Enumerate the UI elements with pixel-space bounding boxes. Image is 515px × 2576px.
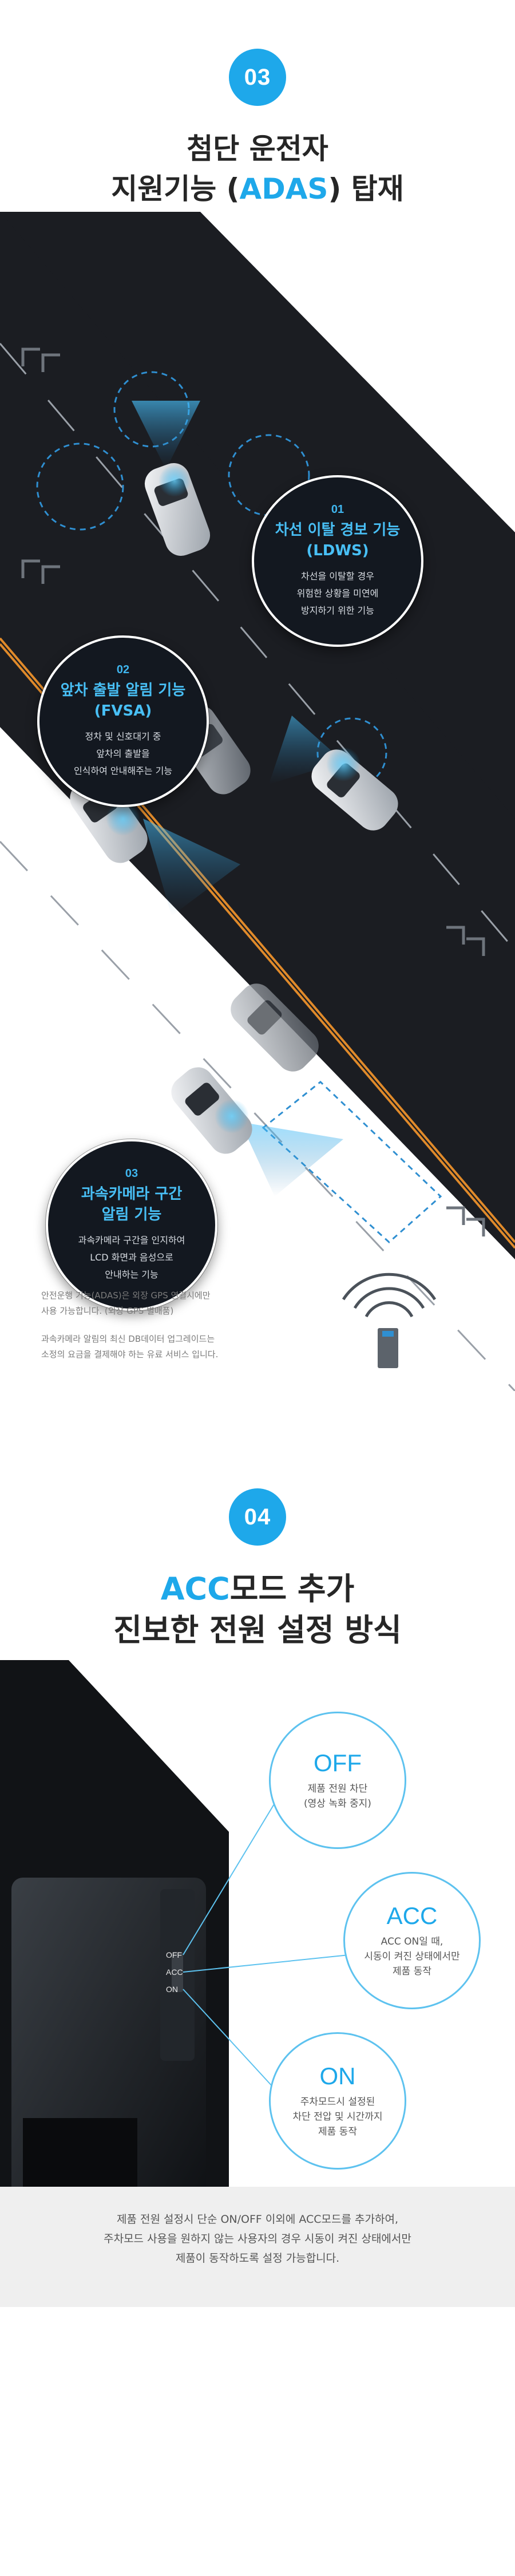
feature-desc-line: 인식하여 안내해주는 기능 — [73, 765, 173, 776]
feature-circle-camera: 03 과속카메라 구간 알림 기능 과속카메라 구간을 인지하여 LCD 화면과… — [46, 1139, 217, 1311]
feature-desc: 과속카메라 구간을 인지하여 LCD 화면과 음성으로 안내하는 기능 — [78, 1232, 185, 1283]
feature-desc-line: 과속카메라 구간을 인지하여 — [78, 1234, 185, 1246]
feature-title-sub: 알림 기능 — [101, 1206, 162, 1223]
mode-circle-on: ON 주차모드시 설정된 차단 전압 및 시간까지 제품 동작 — [269, 2032, 406, 2170]
feature-number: 01 — [331, 503, 344, 516]
feature-number: 02 — [116, 663, 130, 676]
feature-title: 앞차 출발 알림 기능 — [60, 681, 186, 699]
car-fvsa — [269, 716, 398, 831]
power-switch — [172, 1952, 183, 1992]
feature-number: 03 — [125, 1167, 138, 1180]
mode-name: OFF — [314, 1749, 362, 1776]
note-line: 소정의 요금을 결제해야 하는 유료 서비스 입니다. — [41, 1349, 219, 1360]
description-line: 제품이 동작하도록 설정 가능합니다. — [175, 2252, 340, 2265]
road-svg — [0, 212, 515, 1391]
camera-zone — [262, 1081, 442, 1244]
adas-section: 03 첨단 운전자 지원기능 (ADAS) 탑재 — [0, 49, 515, 1391]
mode-name: ACC — [386, 1902, 438, 1929]
mode-desc-line: 시동이 켜진 상태에서만 — [364, 1951, 460, 1962]
feature-desc-line: 앞차의 출발을 — [96, 748, 150, 759]
section-number-badge: 03 — [229, 49, 286, 106]
description-line: 주차모드 사용을 원하지 않는 사용자의 경우 시동이 켜진 상태에서만 — [104, 2233, 411, 2245]
road-illustration: 01 차선 이탈 경보 기능 (LDWS) 차선을 이탈할 경우 위험한 상황을… — [0, 212, 515, 1391]
corner-markers — [21, 347, 485, 1236]
acc-description-box: 제품 전원 설정시 단순 ON/OFF 이외에 ACC모드를 추가하여, 주차모… — [0, 2187, 515, 2307]
feature-title: 과속카메라 구간 — [81, 1185, 183, 1203]
mode-circle-acc: ACC ACC ON일 때, 시동이 켜진 상태에서만 제품 동작 — [343, 1872, 481, 2009]
feature-desc: 정차 및 신호대기 중 앞차의 출발을 인식하여 안내해주는 기능 — [74, 728, 172, 780]
mode-circle-off: OFF 제품 전원 차단 (영상 녹화 중지) — [269, 1712, 406, 1849]
mode-desc-line: (영상 녹화 중지) — [304, 1798, 371, 1809]
description-line: 제품 전원 설정시 단순 ON/OFF 이외에 ACC모드를 추가하여, — [116, 2213, 399, 2226]
feature-desc-line: LCD 화면과 음성으로 — [90, 1251, 173, 1263]
car-ldws — [132, 401, 211, 556]
note-line: 사용 가능합니다. (외장 GPS 별매품) — [41, 1306, 174, 1316]
acc-section: 04 ACC모드 추가 진보한 전원 설정 방식 OFF ACC ON OFF … — [0, 1391, 515, 2576]
mode-name: ON — [319, 2063, 356, 2089]
section-title: ACC모드 추가 진보한 전원 설정 방식 — [0, 1568, 515, 1651]
feature-desc-line: 위험한 상황을 미연에 — [296, 587, 379, 599]
title-line-2: 지원기능 (ADAS) 탑재 — [0, 169, 515, 209]
title-line-1: 모드 추가 — [229, 1571, 355, 1607]
speed-camera-icon — [342, 1273, 437, 1368]
feature-desc-line: 차선을 이탈할 경우 — [301, 570, 374, 582]
lane-dashed-line — [0, 343, 515, 951]
feature-title-sub: (LDWS) — [306, 542, 369, 559]
title-prefix: 지원기능 ( — [111, 172, 240, 206]
mode-desc-line: 차단 전압 및 시간까지 — [292, 2111, 383, 2123]
mode-desc-line: 주차모드시 설정된 — [300, 2096, 375, 2108]
car-blurred — [231, 983, 319, 1072]
section-number-badge: 04 — [229, 1488, 286, 1546]
feature-desc-line: 정차 및 신호대기 중 — [85, 730, 161, 742]
car-camera — [171, 1067, 343, 1196]
mode-desc-line: 제품 동작 — [393, 1966, 431, 1977]
switch-label-acc: ACC — [166, 1967, 183, 1977]
feature-desc: 차선을 이탈할 경우 위험한 상황을 미연에 방지하기 위한 기능 — [297, 568, 379, 619]
title-line-1: 첨단 운전자 — [187, 132, 328, 165]
mode-desc-line: ACC ON일 때, — [381, 1936, 443, 1947]
mode-desc-line: 제품 동작 — [318, 2126, 357, 2138]
mode-desc-line: 제품 전원 차단 — [307, 1783, 368, 1795]
feature-title: 차선 이탈 경보 기능 — [275, 521, 401, 539]
note-line: 과속카메라 알림의 최신 DB데이터 업그레이드는 — [41, 1334, 215, 1344]
feature-circle-fvsa: 02 앞차 출발 알림 기능 (FVSA) 정차 및 신호대기 중 앞차의 출발… — [37, 635, 209, 807]
connector-lines — [183, 1803, 350, 2096]
title-accent: ADAS — [239, 172, 328, 206]
feature-desc-line: 안내하는 기능 — [105, 1269, 159, 1280]
switch-label-on: ON — [166, 1985, 178, 1994]
note-line: 안전운행 기능(ADAS)은 외장 GPS 연결시에만 — [41, 1290, 211, 1301]
title-accent: ACC — [160, 1571, 230, 1607]
switch-label-off: OFF — [166, 1950, 182, 1959]
section-title: 첨단 운전자 지원기능 (ADAS) 탑재 — [0, 129, 515, 209]
feature-title-sub: (FVSA) — [94, 702, 152, 720]
feature-circle-ldws: 01 차선 이탈 경보 기능 (LDWS) 차선을 이탈할 경우 위험한 상황을… — [252, 475, 423, 647]
title-line-2: 진보한 전원 설정 방식 — [113, 1612, 402, 1648]
feature-desc-line: 방지하기 위한 기능 — [301, 605, 374, 616]
title-suffix: ) 탑재 — [328, 172, 404, 206]
